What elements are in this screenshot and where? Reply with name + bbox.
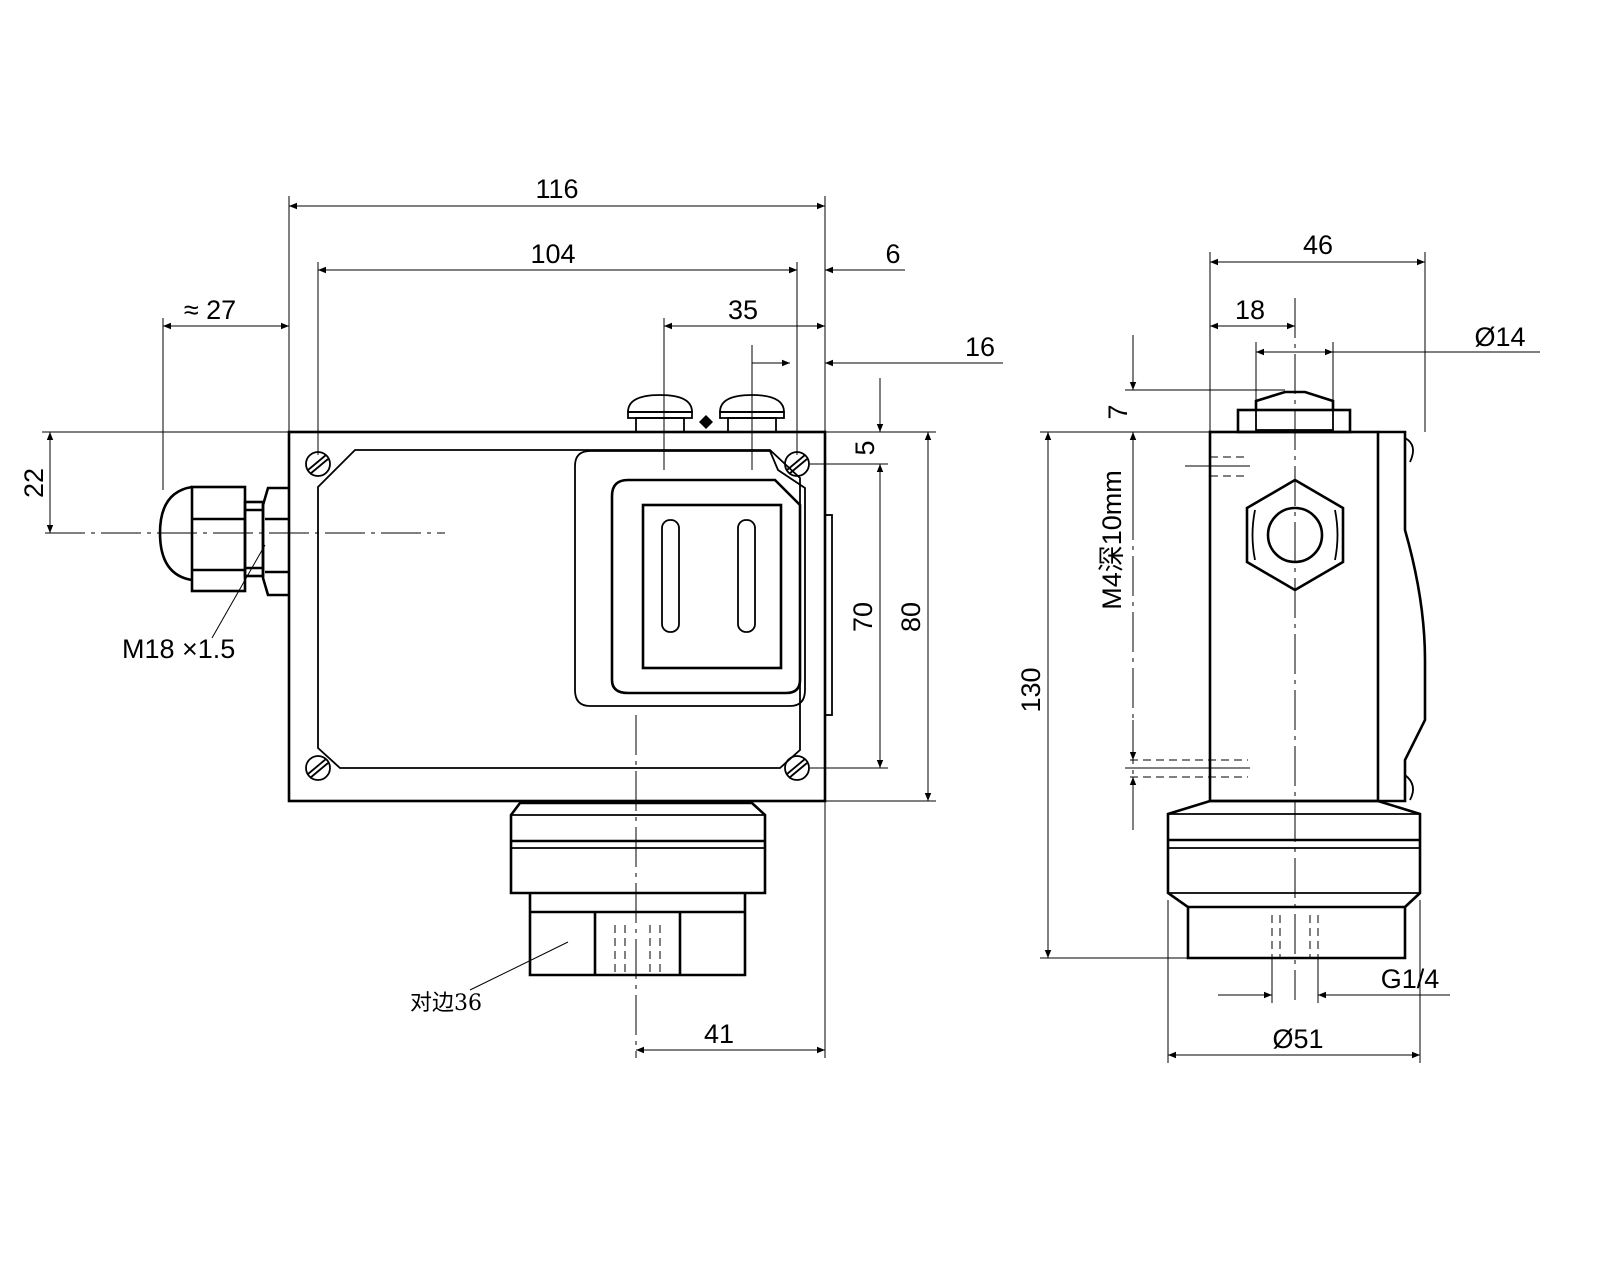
dim-35: 35 xyxy=(728,295,758,325)
screw-icon xyxy=(784,451,810,477)
dim-80: 80 xyxy=(896,602,926,632)
screw-icon xyxy=(784,755,810,781)
dim-d14: Ø14 xyxy=(1474,322,1525,352)
dim-70: 70 xyxy=(848,602,878,632)
side-cover-clip xyxy=(1404,437,1414,463)
side-view: 46 18 Ø14 7 M4深10mm 130 G1/4 Ø51 xyxy=(1016,230,1540,1063)
dim-7: 7 xyxy=(1103,404,1133,419)
dim-d51: Ø51 xyxy=(1272,1024,1323,1054)
dim-22: 22 xyxy=(19,468,49,498)
window-inner xyxy=(610,478,802,695)
side-cover-clip-bottom xyxy=(1404,774,1414,801)
side-cover-profile xyxy=(1378,430,1427,803)
dim-41: 41 xyxy=(704,1019,734,1049)
dim-116: 116 xyxy=(535,174,578,204)
screw-icon xyxy=(305,755,331,781)
dim-27: ≈ 27 xyxy=(184,295,236,325)
dim-g14: G1/4 xyxy=(1381,964,1440,994)
dim-104: 104 xyxy=(530,239,575,269)
side-extension-lines xyxy=(1040,252,1426,1063)
housing-outline xyxy=(287,430,827,803)
slot-left xyxy=(661,519,680,633)
pressure-port xyxy=(509,801,767,977)
label-hex-across-flats: 对边36 xyxy=(410,991,482,1016)
dim-130: 130 xyxy=(1016,667,1046,712)
leader-gland-thread xyxy=(211,544,266,639)
screw-icon xyxy=(305,451,331,477)
dim-46: 46 xyxy=(1303,230,1333,260)
extension-lines xyxy=(42,196,936,1058)
label-mount-thread: M4深10mm xyxy=(1097,470,1127,610)
cover-outline xyxy=(317,449,801,769)
adjust-screw-left xyxy=(627,394,693,433)
slot-right xyxy=(737,519,756,633)
label-gland-thread: M18 ×1.5 xyxy=(122,634,235,664)
dim-18: 18 xyxy=(1235,295,1265,325)
side-port xyxy=(1166,799,1422,960)
mount-holes xyxy=(1125,456,1250,778)
side-housing xyxy=(1208,430,1380,803)
dim-6: 6 xyxy=(885,239,900,269)
window-glass xyxy=(641,503,783,670)
dim-5: 5 xyxy=(850,440,880,455)
front-view: 116 104 6 35 16 ≈ 27 22 5 70 80 41 M18 ×… xyxy=(19,174,1003,1058)
arrow-mark-icon xyxy=(699,415,713,429)
cable-gland xyxy=(158,485,289,597)
leader-hex xyxy=(469,941,569,991)
window-frame xyxy=(574,450,806,707)
dim-16: 16 xyxy=(965,332,995,362)
